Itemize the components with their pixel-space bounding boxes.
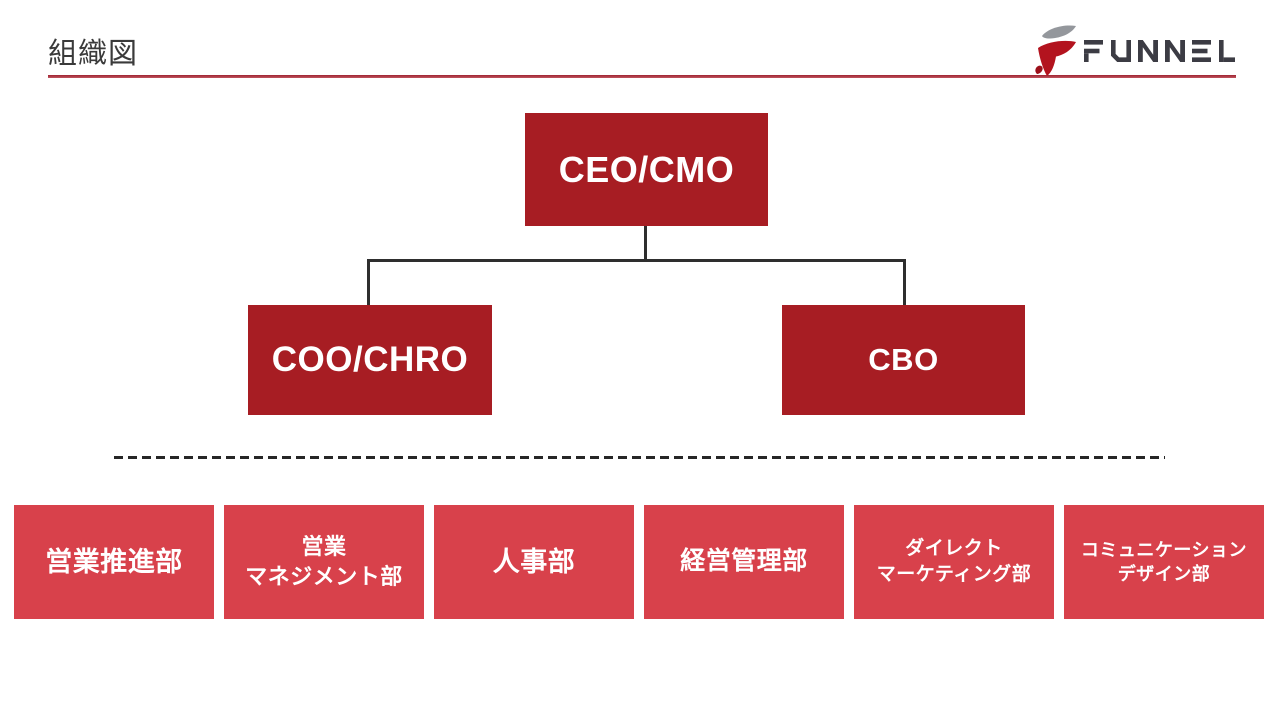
funnel-wordmark	[1084, 40, 1235, 62]
dept-box-sales-promotion: 営業推進部	[14, 505, 214, 619]
dept-box-communication-design: コミュニケーション デザイン部	[1064, 505, 1264, 619]
funnel-logo-mark	[1035, 25, 1076, 76]
funnel-logo	[1035, 25, 1235, 76]
divider-dashed-line	[114, 456, 1165, 459]
connector-horizontal	[367, 259, 906, 262]
dept-box-sales-management: 営業 マネジメント部	[224, 505, 424, 619]
connector-right-vertical	[903, 259, 906, 305]
title-underline	[48, 75, 1236, 78]
org-box-ceo-cmo: CEO/CMO	[525, 113, 768, 226]
dept-box-hr: 人事部	[434, 505, 634, 619]
org-box-coo-chro: COO/CHRO	[248, 305, 492, 415]
department-row: 営業推進部 営業 マネジメント部 人事部 経営管理部 ダイレクト マーケティング…	[14, 505, 1264, 619]
connector-left-vertical	[367, 259, 370, 305]
page-title: 組織図	[48, 38, 139, 70]
dept-box-corporate-management: 経営管理部	[644, 505, 844, 619]
dept-box-direct-marketing: ダイレクト マーケティング部	[854, 505, 1054, 619]
org-box-cbo: CBO	[782, 305, 1025, 415]
connector-root-vertical	[644, 226, 647, 262]
